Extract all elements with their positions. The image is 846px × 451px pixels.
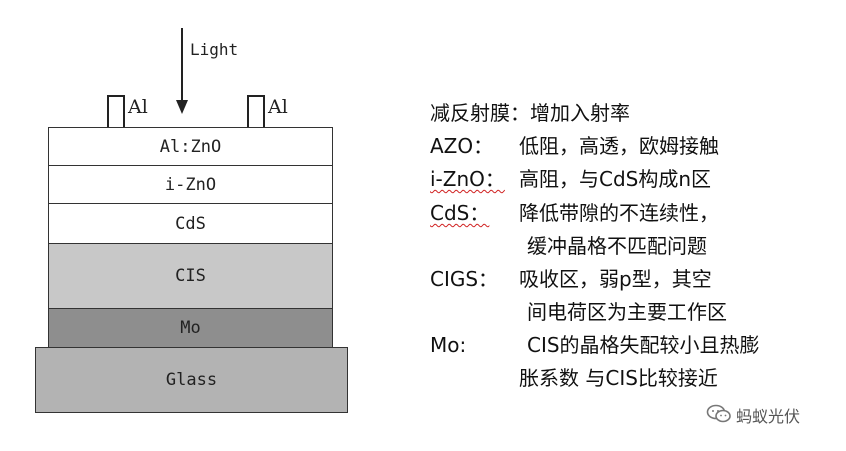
layer-cds-label: CdS [175,213,206,234]
light-arrow-head [176,100,188,114]
watermark-text: 蚂蚁光伏 [736,407,801,426]
desc-azo-text: 低阻，高透，欧姆接触 [519,134,719,158]
layer-izno: i-ZnO [48,165,333,204]
desc-arc: 减反射膜：增加入射率 [430,101,630,125]
al-contact-left-label: Al [128,96,148,118]
desc-cigs-text2: 间电荷区为主要工作区 [527,300,727,324]
desc-mo-text2: 胀系数 与CIS比较接近 [519,366,718,390]
desc-cds-term: CdS： [430,201,490,225]
desc-cigs-text1: 吸收区，弱p型，其空 [519,267,712,291]
layer-glass-label: Glass [165,370,218,390]
desc-cds-text2: 缓冲晶格不匹配问题 [527,234,707,258]
desc-izno-term: i-ZnO： [430,167,505,191]
layer-izno-label: i-ZnO [164,174,217,195]
al-contact-right [247,95,265,129]
light-label: Light [190,40,239,59]
desc-cds-text1: 降低带隙的不连续性， [519,201,719,225]
desc-azo-term: AZO： [430,134,494,158]
desc-cigs-term: CIGS： [430,267,499,291]
layer-cis-label: CIS [175,266,206,286]
al-contact-left [107,95,125,129]
layer-mo: Mo [48,308,333,348]
desc-mo-text1: CIS的晶格失配较小且热膨 [527,333,760,357]
layer-cds: CdS [48,203,333,244]
desc-izno-text: 高阻，与CdS构成n区 [519,167,712,191]
wechat-icon [706,404,732,428]
layer-glass: Glass [35,347,348,413]
light-arrow-shaft [181,28,183,102]
desc-mo-term: Mo: [430,333,467,357]
layer-azo: Al:ZnO [48,127,333,166]
al-contact-right-label: Al [268,96,288,118]
layer-cis: CIS [48,243,333,309]
layer-mo-label: Mo [180,318,201,338]
layer-azo-label: Al:ZnO [159,136,222,157]
